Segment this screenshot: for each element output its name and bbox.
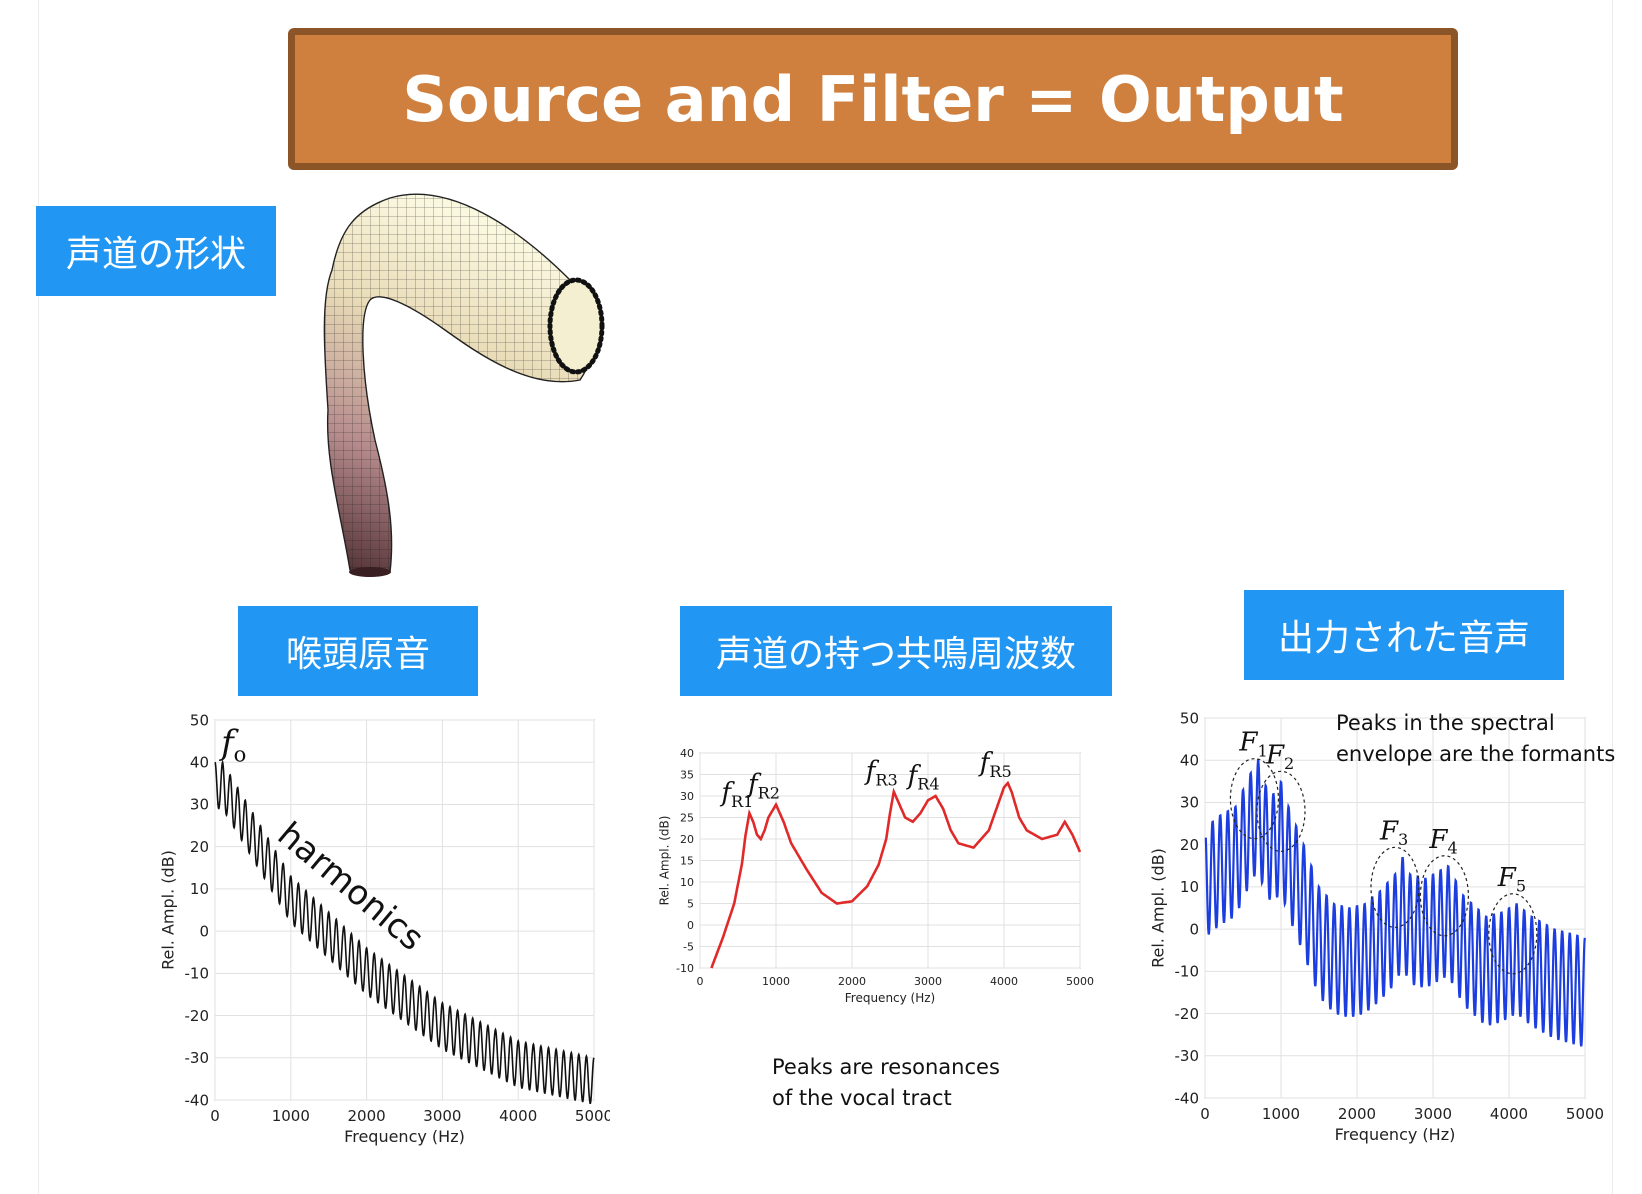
title-banner: Source and Filter = Output [288, 28, 1458, 170]
resonance-annotation-line-2: of the vocal tract [772, 1086, 952, 1110]
y-tick-label: 30 [190, 796, 209, 814]
x-tick-label: 5000 [1566, 1105, 1604, 1123]
right-edge-line [1612, 0, 1613, 1194]
y-tick-label: 20 [190, 838, 209, 856]
formant-label-1: F1 [1238, 728, 1267, 761]
y-tick-label: 30 [1180, 794, 1199, 812]
x-tick-label: 0 [697, 975, 704, 988]
x-tick-label: 1000 [272, 1107, 310, 1125]
formant-label-5: F5 [1497, 863, 1526, 896]
y-axis-title: Rel. Ampl. (dB) [658, 816, 672, 906]
y-tick-label: 10 [1180, 878, 1199, 896]
y-tick-label: 5 [687, 897, 694, 910]
y-tick-label: -30 [1175, 1047, 1200, 1065]
y-tick-label: 50 [1180, 709, 1199, 727]
x-tick-label: 3000 [914, 975, 942, 988]
x-tick-label: 2000 [1338, 1105, 1376, 1123]
filter-series-line [710, 780, 1082, 969]
left-edge-line [38, 0, 39, 1194]
y-tick-label: 35 [680, 768, 694, 781]
source-spectrum-chart: 0 1000 2000 3000 4000 5000 50 40 30 20 10 0 -10 -20 -3… [159, 711, 611, 1146]
slide-title: Source and Filter = Output [295, 35, 1451, 163]
y-tick-label: -40 [1175, 1089, 1200, 1107]
y-tick-label: 30 [680, 790, 694, 803]
output-series-line [1204, 758, 1586, 1047]
x-tick-label: 3000 [1414, 1105, 1452, 1123]
x-tick-label: 3000 [423, 1107, 461, 1125]
output-speech-label: 出力された音声 [1244, 590, 1564, 680]
y-tick-label: 20 [680, 833, 694, 846]
source-series-line [214, 759, 595, 1104]
y-tick-label: -20 [1175, 1005, 1200, 1023]
x-axis-title: Frequency (Hz) [845, 991, 936, 1005]
y-tick-label: 40 [680, 747, 694, 760]
formant-annotation-line-1: Peaks in the spectral [1336, 711, 1555, 735]
x-tick-label: 5000 [1066, 975, 1094, 988]
y-tick-label: 0 [199, 922, 209, 940]
formant-circle-5 [1488, 893, 1538, 975]
y-tick-label: 10 [190, 880, 209, 898]
x-tick-label: 5000 [575, 1107, 610, 1125]
y-tick-label: 40 [1180, 751, 1199, 769]
y-tick-label: -10 [1175, 963, 1200, 981]
x-tick-label: 0 [1200, 1105, 1210, 1123]
y-tick-label: 0 [687, 919, 694, 932]
x-tick-label: 4000 [1490, 1105, 1528, 1123]
resonance-annotation: Peaks are resonances of the vocal tract [772, 1052, 1000, 1114]
x-axis-title: Frequency (Hz) [344, 1127, 465, 1146]
x-tick-label: 1000 [1262, 1105, 1300, 1123]
y-tick-label: 0 [1189, 920, 1199, 938]
formant-annotation-line-2: envelope are the formants [1336, 742, 1616, 766]
x-tick-label: 2000 [838, 975, 866, 988]
vocal-tract-shape-label: 声道の形状 [36, 206, 276, 296]
x-tick-label: 0 [210, 1107, 220, 1125]
x-tick-label: 1000 [762, 975, 790, 988]
formant-label-3: F3 [1379, 816, 1408, 849]
formant-circle-4 [1419, 855, 1469, 937]
y-tick-label: 20 [1180, 836, 1199, 854]
y-tick-label: 15 [680, 854, 694, 867]
vocal-tract-mesh-illustration [323, 193, 605, 577]
y-tick-label: 10 [680, 876, 694, 889]
x-tick-label: 2000 [348, 1107, 386, 1125]
y-tick-label: -40 [185, 1091, 210, 1109]
y-tick-label: -10 [185, 965, 210, 983]
y-tick-label: -30 [185, 1049, 210, 1067]
y-axis-title: Rel. Ampl. (dB) [1149, 848, 1168, 968]
y-tick-label: -20 [185, 1007, 210, 1025]
y-tick-label: 40 [190, 753, 209, 771]
plot-area [1204, 717, 1586, 1099]
output-spectrum-chart: 0 1000 2000 3000 4000 5000 50 40 30 20 10 0 -10 -20 -3… [1149, 709, 1605, 1144]
vocal-tract-resonance-label: 声道の持つ共鳴周波数 [680, 606, 1112, 696]
y-tick-label: 50 [190, 711, 209, 729]
formant-annotation: Peaks in the spectral envelope are the f… [1336, 708, 1615, 770]
x-axis-title: Frequency (Hz) [1335, 1125, 1456, 1144]
y-axis-title: Rel. Ampl. (dB) [159, 850, 178, 970]
formant-label-2: F2 [1265, 740, 1294, 773]
vocal-tract-lip-opening [547, 277, 605, 375]
filter-spectrum-chart: 0 1000 2000 3000 4000 5000 40 35 30 25 20 15 10 5 0 -5 -… [658, 747, 1095, 1005]
y-tick-label: 25 [680, 811, 694, 824]
y-tick-label: -10 [676, 962, 694, 975]
formant-circle-2 [1256, 770, 1306, 852]
formant-circle-1 [1229, 758, 1280, 840]
glottal-source-label: 喉頭原音 [238, 606, 478, 696]
y-tick-label: -5 [683, 940, 694, 953]
formant-label-4: F4 [1428, 825, 1457, 858]
x-tick-label: 4000 [499, 1107, 537, 1125]
resonance-annotation-line-1: Peaks are resonances [772, 1055, 1000, 1079]
x-tick-label: 4000 [990, 975, 1018, 988]
